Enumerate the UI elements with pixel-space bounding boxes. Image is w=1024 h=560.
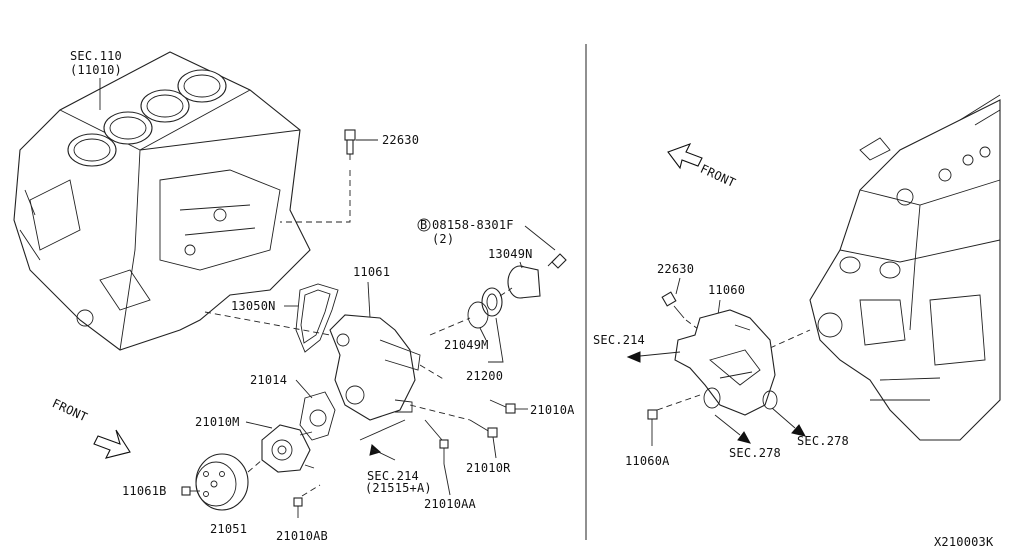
arrow-sec278-b [791, 424, 806, 437]
label-sec110-sub: (11010) [70, 63, 122, 77]
label-front-left: FRONT [50, 396, 90, 424]
front-arrow-right [667, 143, 703, 170]
bolt-11060a [647, 409, 658, 446]
label-front-right: FRONT [698, 162, 738, 190]
label-11060a: 11060A [625, 454, 670, 468]
label-sec214-right: SEC.214 [593, 333, 645, 347]
gasket-21014 [299, 391, 336, 441]
label-22630-left: 22630 [382, 133, 419, 147]
diagram-id: X210003K [934, 535, 994, 549]
bolt-21010ab [293, 497, 303, 518]
bolt-11061b [181, 486, 200, 496]
seal-21049m [467, 301, 489, 329]
label-21051: 21051 [210, 522, 247, 536]
front-indicator-left: FRONT [50, 396, 90, 424]
label-11060: 11060 [708, 283, 745, 297]
label-21200: 21200 [466, 369, 503, 383]
front-arrow-left [93, 429, 131, 459]
label-sec110: SEC.110 [70, 49, 122, 63]
water-outlet-11060 [674, 309, 778, 416]
water-pump-21010m [261, 424, 315, 473]
arrow-sec214-right [626, 351, 641, 363]
gasket-13050n [295, 283, 339, 353]
label-sec214-left-sub: (21515+A) [365, 481, 432, 495]
front-indicator-right: FRONT [698, 162, 738, 190]
label-11061: 11061 [353, 265, 390, 279]
water-outlet-11061 [329, 314, 421, 421]
label-21010ab: 21010AB [276, 529, 328, 543]
label-21049m: 21049M [444, 338, 489, 352]
label-13050n: 13050N [231, 299, 276, 313]
bolt-21010a [489, 399, 516, 414]
bolt-21010r [469, 419, 498, 438]
label-sec278-b: SEC.278 [797, 434, 849, 448]
label-sec278-a: SEC.278 [729, 446, 781, 460]
pulley-21051 [195, 453, 249, 511]
label-21010aa: 21010AA [424, 497, 477, 511]
bolt-08158 [547, 253, 567, 269]
sensor-22630-right [661, 291, 685, 319]
circled-b-marker [417, 218, 431, 232]
engine-assembly-illustration [809, 94, 1001, 441]
label-08158-marker: B [420, 218, 427, 232]
label-08158: 08158-8301F [432, 218, 514, 232]
label-13049n: 13049N [488, 247, 533, 261]
thermostat-housing-13049n [507, 265, 541, 299]
label-21010m: 21010M [195, 415, 240, 429]
label-21010a: 21010A [530, 403, 575, 417]
cylinder-block-illustration [13, 51, 311, 351]
label-21014: 21014 [250, 373, 287, 387]
bolt-21010aa [424, 419, 449, 464]
label-11061b: 11061B [122, 484, 167, 498]
thermostat-21200 [481, 287, 503, 317]
label-22630-right: 22630 [657, 262, 694, 276]
label-sec214-left: SEC.214 [367, 469, 419, 483]
arrow-sec278-a [737, 431, 751, 444]
label-21010r: 21010R [466, 461, 511, 475]
label-08158-qty: (2) [432, 232, 454, 246]
sensor-22630-left [344, 129, 356, 160]
